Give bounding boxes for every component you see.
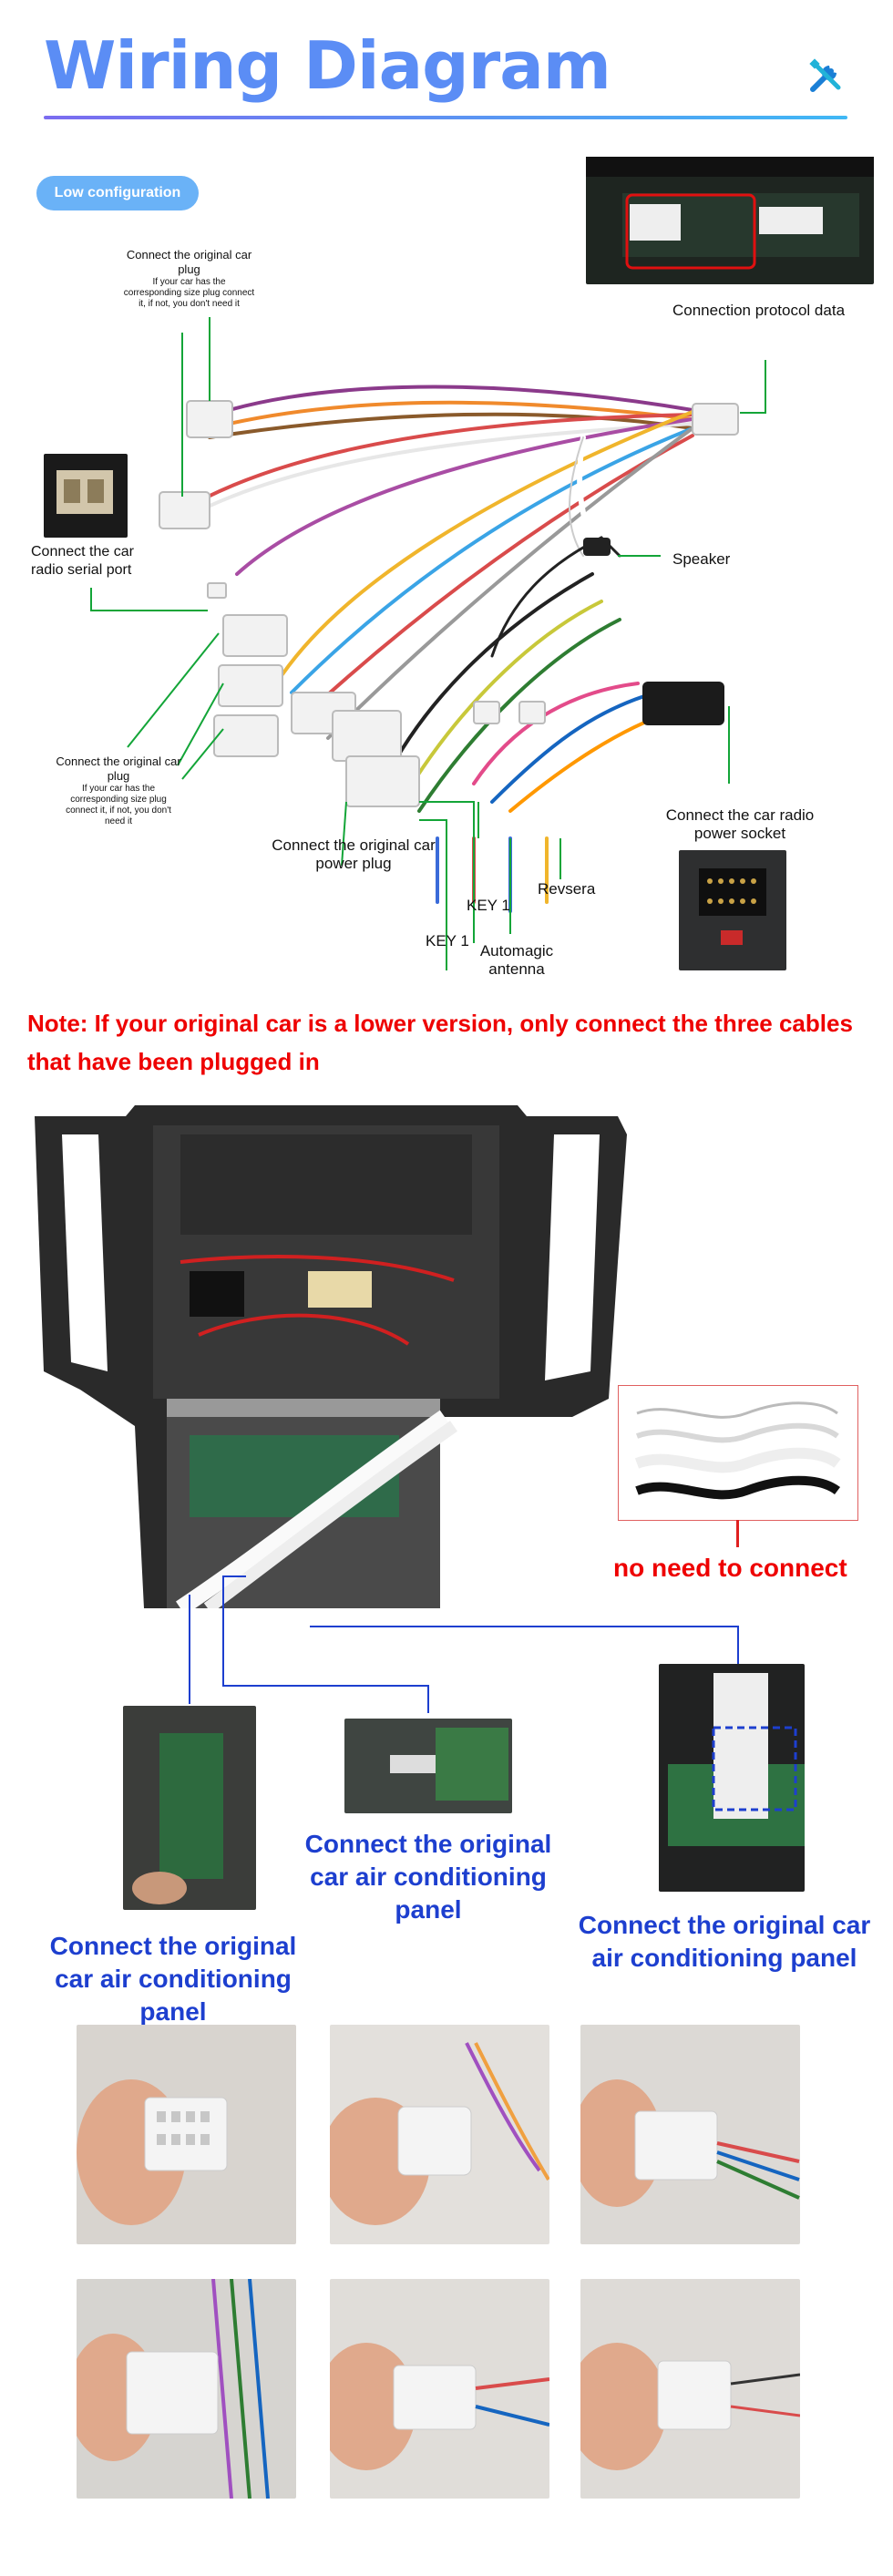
top-plug-title: Connect the original car plug — [126, 248, 252, 276]
ac-label-right: Connect the original car air conditionin… — [578, 1911, 871, 1972]
lower-version-note: Note: If your original car is a lower ve… — [27, 1010, 853, 1075]
connector-photo-6 — [580, 2279, 800, 2499]
key1-label-lower: KEY 1 — [426, 932, 469, 949]
left-plug-title: Connect the original car plug — [56, 754, 181, 783]
speaker-label: Speaker — [672, 550, 731, 568]
connector-photo-4 — [77, 2279, 296, 2499]
key1-label-upper: KEY 1 — [467, 897, 510, 914]
connector-photo-1 — [77, 2025, 296, 2244]
left-plug-note: If your car has the corresponding size p… — [66, 784, 171, 826]
connector-photo-5 — [330, 2279, 549, 2499]
page-title: Wiring Diagram — [44, 27, 611, 104]
ac-label-left: Connect the original car air conditionin… — [49, 1932, 297, 2026]
left-plug-callout: Connect the original car plug If your ca… — [55, 754, 182, 827]
top-plug-callout: Connect the original car plug If your ca… — [123, 248, 255, 310]
protocol-connector-photo — [586, 157, 874, 284]
ac-panel-photo-left — [123, 1706, 256, 1910]
protocol-label: Connection protocol data — [672, 302, 846, 319]
config-badge: Low configuration — [36, 176, 199, 210]
connector-photo-3 — [580, 2025, 800, 2244]
reverse-label: Revsera — [538, 880, 596, 898]
ac-panel-photo-right — [659, 1664, 805, 1892]
no-need-label: no need to connect — [613, 1554, 847, 1582]
wiring-harness-illustration — [0, 146, 893, 993]
serial-port-photo — [44, 454, 128, 538]
serial-port-label: Connect the car radio serial port — [31, 544, 134, 578]
top-plug-note: If your car has the corresponding size p… — [123, 277, 255, 309]
tools-icon — [806, 55, 847, 97]
antenna-label: Automagic antenna — [479, 942, 554, 978]
no-need-box — [618, 1385, 858, 1521]
connector-photo-2 — [330, 2025, 549, 2244]
power-socket-label: Connect the car radio power socket — [665, 806, 815, 842]
head-unit-back-photo — [26, 1098, 627, 1608]
power-plug-label: Connect the original car power plug — [272, 836, 436, 872]
no-need-leader — [736, 1520, 739, 1547]
power-socket-photo — [679, 850, 786, 970]
title-underline — [44, 116, 847, 119]
ac-panel-photo-middle — [344, 1719, 512, 1813]
ac-label-middle: Connect the original car air conditionin… — [304, 1830, 552, 1924]
